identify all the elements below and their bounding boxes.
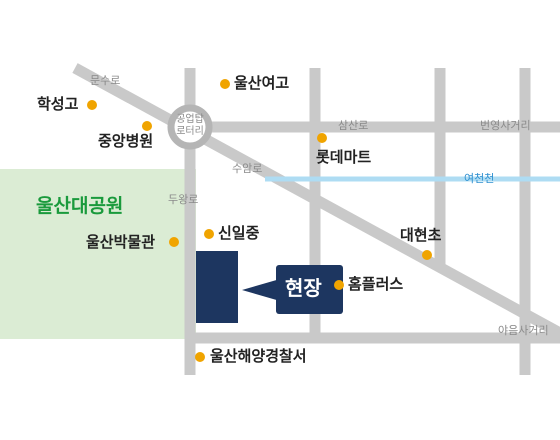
road-label-gongeoptap: 공업탑 로터리 [176, 114, 204, 137]
site-label: 현장 [285, 276, 322, 300]
poi-label-daehyun-cho: 대현초 [400, 226, 442, 244]
poi-label-haksung-go: 학성고 [37, 95, 79, 113]
poi-label-homeplus: 홈플러스 [348, 275, 404, 293]
poi-label-ulsan-yeogo: 울산여고 [234, 74, 290, 92]
site-callout [242, 265, 343, 314]
road-label-suam: 수암로 [232, 162, 263, 175]
callout-box [276, 265, 343, 314]
poi-dot-ulsan-yeogo [220, 79, 230, 89]
poi-markers [87, 79, 432, 362]
poi-label-ulsan-police: 울산해양경찰서 [210, 347, 307, 365]
road-label-yaeum: 야음사거리 [498, 324, 549, 337]
river-label: 여천천 [464, 172, 495, 185]
poi-dot-homeplus [334, 280, 344, 290]
poi-dot-ulsan-police [195, 352, 205, 362]
poi-label-sinil-jung: 신일중 [218, 224, 260, 242]
poi-dot-haksung-go [87, 100, 97, 110]
site-building [196, 251, 238, 323]
roundabout [167, 104, 213, 150]
poi-dot-daehyun-cho [422, 250, 432, 260]
road-label-samsan: 삼산로 [338, 119, 369, 132]
road-label-munsu: 문수로 [90, 74, 121, 87]
park-label: 울산대공원 [36, 195, 124, 217]
callout-pointer [242, 279, 280, 301]
road-label-duwang: 두왕로 [168, 193, 199, 206]
park-area [0, 169, 196, 339]
poi-label-ulsan-museum: 울산박물관 [86, 233, 156, 251]
poi-dot-sinil-jung [204, 229, 214, 239]
poi-dot-lotte-mart [317, 133, 327, 143]
poi-dot-jungang-hospital [142, 121, 152, 131]
road-label-beonyeong: 번영사거리 [480, 119, 531, 132]
poi-dot-ulsan-museum [169, 237, 179, 247]
poi-label-jungang-hospital: 중앙병원 [98, 132, 154, 150]
poi-label-lotte-mart: 롯데마트 [316, 148, 372, 166]
